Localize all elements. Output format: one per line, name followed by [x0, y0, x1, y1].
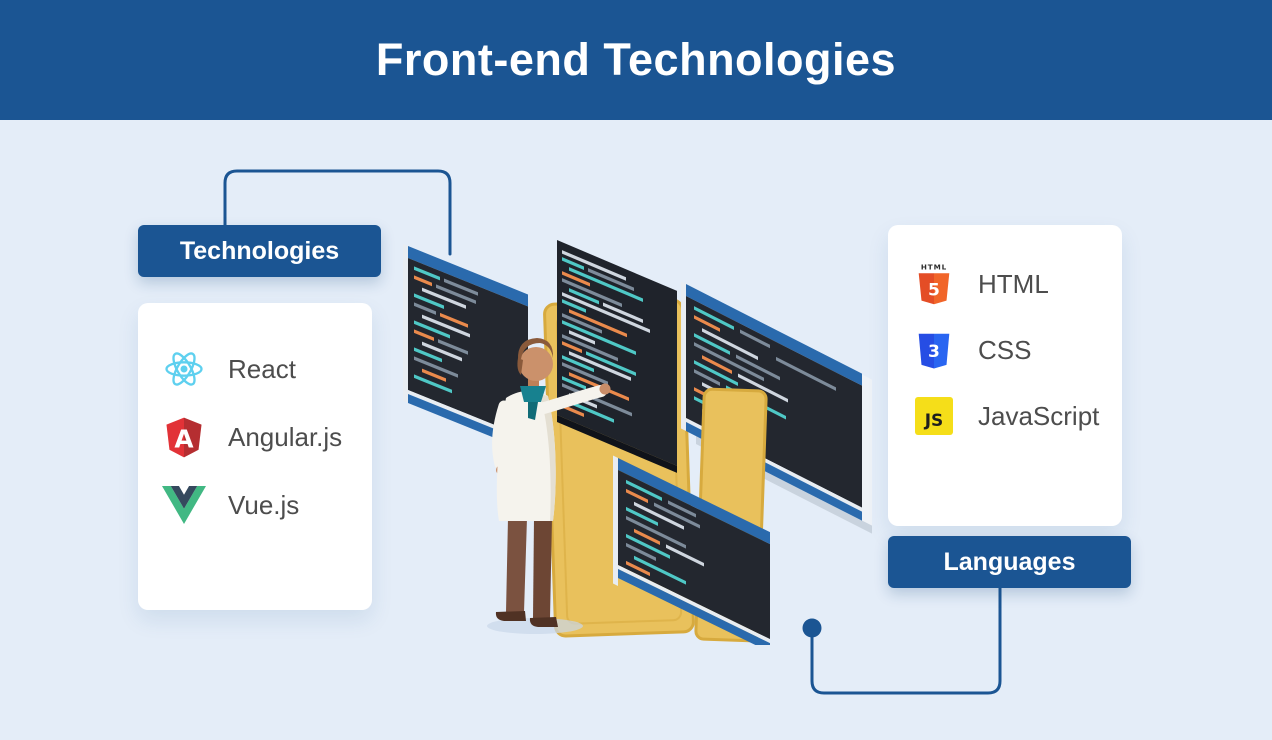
svg-text:5: 5 [928, 281, 940, 301]
languages-label: Languages [888, 536, 1131, 588]
code-screen-bottom [613, 455, 770, 645]
list-item: React [138, 335, 372, 403]
technologies-label: Technologies [138, 225, 381, 277]
person [487, 338, 611, 634]
lang-item-label: CSS [978, 334, 1032, 365]
css3-icon: 3 [910, 329, 958, 371]
folder-big [543, 298, 695, 638]
developer-illustration [403, 240, 872, 645]
code-screen-center [557, 240, 677, 473]
javascript-icon: JS [910, 396, 958, 436]
page-title: Front-end Technologies [375, 34, 897, 85]
code-screen-left [403, 243, 528, 452]
code-screen-right-back [696, 290, 872, 534]
right-connector-line [810, 586, 1002, 695]
lang-item-label: HTML [978, 268, 1049, 299]
folder-tall [694, 387, 768, 643]
code-screen-right [681, 281, 862, 521]
technologies-card: React A Angular.js Vue.js [138, 303, 372, 610]
tech-item-label: Angular.js [228, 421, 343, 452]
list-item: Vue.js [138, 471, 372, 539]
languages-card: HTML 5 HTML 3 CSS J [888, 225, 1122, 526]
technologies-label-text: Technologies [179, 236, 340, 265]
list-item: A Angular.js [138, 403, 372, 471]
lang-item-label: JavaScript [978, 400, 1100, 431]
tech-item-label: React [228, 353, 296, 384]
header: Front-end Technologies [0, 0, 1272, 120]
react-icon [160, 349, 208, 389]
svg-text:3: 3 [928, 342, 940, 362]
list-item: HTML 5 HTML [888, 251, 1122, 317]
svg-text:HTML: HTML [921, 263, 947, 272]
list-item: JS JavaScript [888, 383, 1122, 449]
tech-item-label: Vue.js [228, 489, 300, 520]
html5-icon: HTML 5 [910, 262, 958, 306]
svg-text:JS: JS [924, 411, 944, 431]
vue-icon [160, 486, 208, 524]
svg-text:A: A [174, 424, 194, 453]
angular-icon: A [160, 416, 208, 459]
list-item: 3 CSS [888, 317, 1122, 383]
languages-label-text: Languages [943, 547, 1076, 576]
connector-dot [802, 618, 822, 638]
